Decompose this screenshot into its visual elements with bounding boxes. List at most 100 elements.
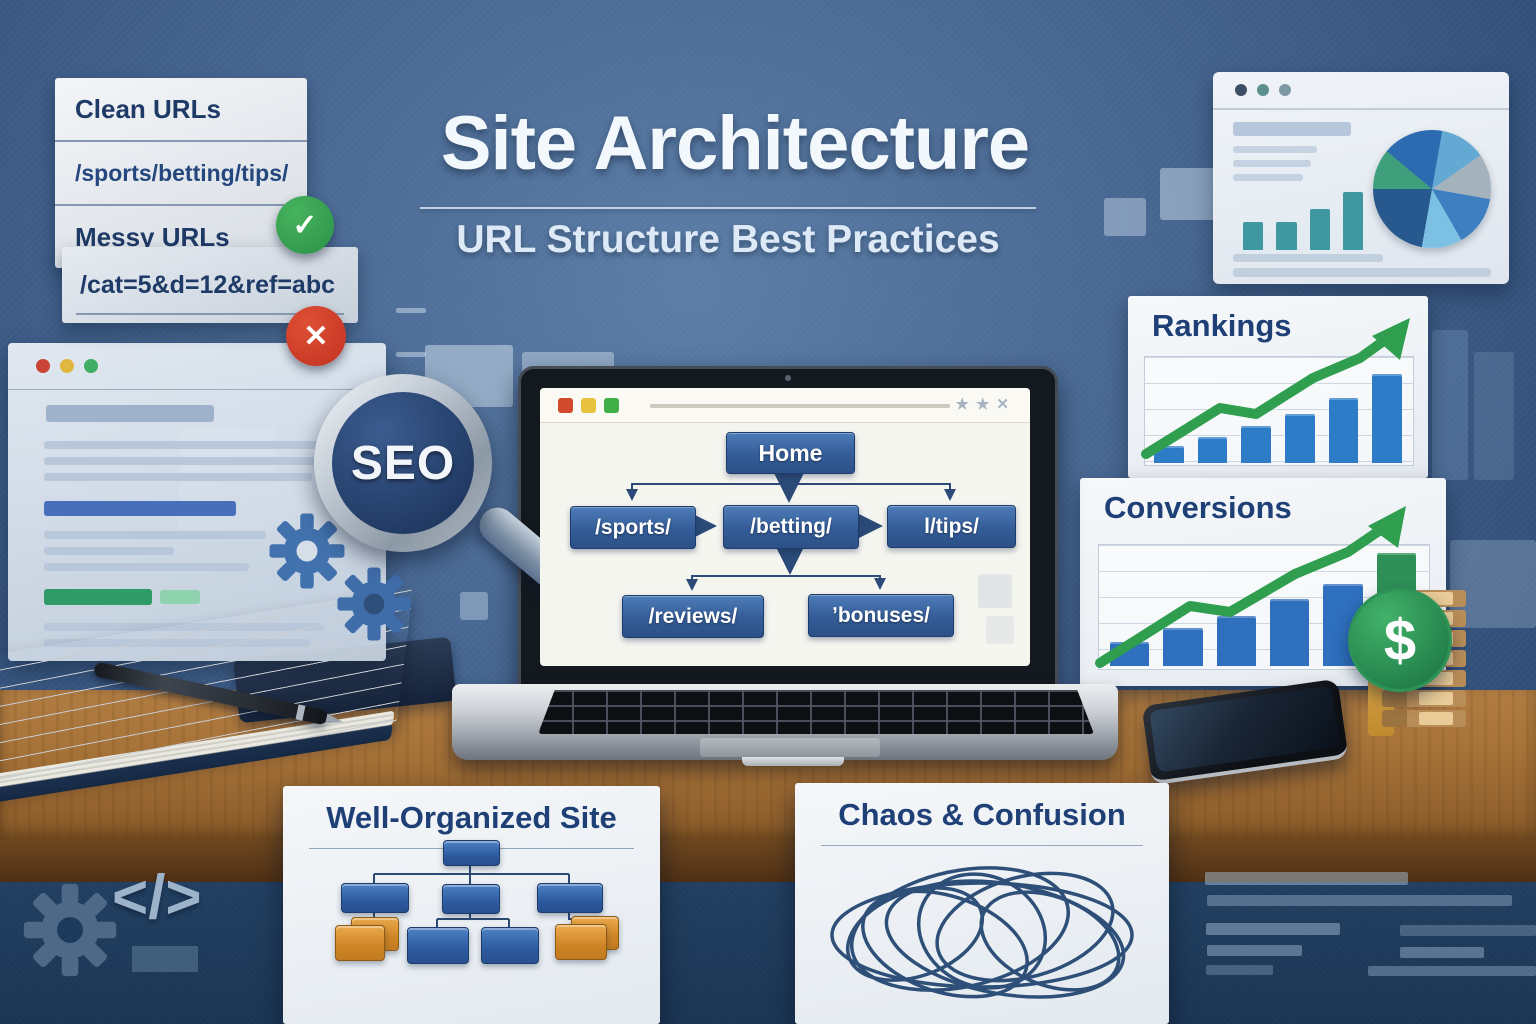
decor-tile (1104, 198, 1146, 236)
sitemap-node-bonuses: ʼbonuses/ (808, 594, 954, 637)
text-placeholder (1233, 160, 1311, 167)
browser-titlebar (1213, 72, 1509, 110)
rankings-title: Rankings (1152, 308, 1292, 343)
clean-url-example: /sports/betting/tips/ (55, 142, 307, 206)
text-placeholder (44, 547, 174, 555)
gear-icon (337, 567, 411, 641)
text-placeholder (1207, 895, 1512, 906)
coin (1382, 710, 1466, 727)
browser-chrome: ★★✕ (540, 388, 1030, 423)
rankings-bars (1154, 358, 1403, 463)
traffic-light-green-icon (604, 398, 619, 413)
heading-placeholder (46, 405, 214, 422)
decor-tile (1160, 168, 1222, 220)
page-subtitle: URL Structure Best Practices (456, 218, 1000, 261)
rankings-chart-area (1144, 356, 1414, 466)
text-placeholder (44, 563, 249, 571)
text-placeholder (1400, 925, 1536, 936)
text-placeholder (1206, 965, 1273, 975)
laptop-trackpad (700, 738, 880, 757)
window-dot-icon (1235, 84, 1247, 96)
chaos-title: Chaos & Confusion (838, 797, 1126, 832)
traffic-light-green-icon (84, 359, 98, 373)
org-node (537, 883, 603, 913)
title-divider (420, 207, 1036, 209)
decor-tile (1474, 352, 1514, 480)
decor-tile (1432, 330, 1468, 480)
rankings-card: Rankings (1128, 296, 1428, 478)
decor-tick (396, 308, 426, 313)
rankings-trend-arrow (1141, 318, 1410, 459)
text-placeholder (1233, 146, 1317, 153)
text-placeholder (1205, 872, 1408, 885)
text-placeholder (44, 441, 344, 449)
bookmark-close-icons: ★★✕ (955, 396, 1016, 413)
org-node (481, 927, 539, 964)
text-placeholder (44, 531, 266, 539)
text-placeholder (44, 473, 312, 481)
decor-tick (396, 352, 426, 357)
sitemap-node-betting: /betting/ (723, 505, 859, 549)
cross-icon: ✕ (286, 306, 346, 366)
text-placeholder (44, 457, 329, 465)
sitemap-node-sports: /sports/ (570, 506, 696, 549)
card-divider (821, 845, 1143, 846)
webcam-icon (785, 375, 791, 381)
text-placeholder (1233, 254, 1383, 262)
sitemap-node-tips: l/tips/ (887, 505, 1016, 548)
url-comparison-card: Clean URLs /sports/betting/tips/ Messy U… (55, 78, 307, 268)
conversions-title: Conversions (1104, 490, 1292, 525)
laptop-browser-window: ★★✕ Home /sports/ /betting/ l/tips/ (540, 388, 1030, 666)
gear-icon (23, 883, 117, 977)
text-placeholder (1368, 966, 1536, 976)
window-dot-icon (1279, 84, 1291, 96)
laptop-keyboard (538, 690, 1094, 734)
browser-titlebar (8, 343, 386, 390)
org-node (442, 884, 500, 914)
well-organized-card: Well-Organized Site (283, 786, 660, 1024)
clean-urls-label: Clean URLs (55, 78, 307, 142)
text-placeholder (1400, 947, 1484, 958)
well-organized-title: Well-Organized Site (326, 800, 617, 835)
dollar-icon: $ (1348, 588, 1452, 692)
traffic-light-yellow-icon (60, 359, 74, 373)
text-placeholder (1207, 945, 1302, 956)
analytics-browser-window (1213, 72, 1509, 284)
sitemap-connectors (626, 472, 956, 591)
conversions-trend-arrow (1095, 506, 1406, 668)
org-node (407, 927, 469, 964)
mini-pie-chart (1373, 130, 1491, 248)
seo-label: SEO (332, 392, 474, 534)
decor-tile (460, 592, 488, 620)
sitemap-node-home: Home (726, 432, 855, 474)
org-node (443, 840, 500, 866)
laptop-notch (742, 757, 844, 766)
messy-urls-label: Messy URLs (75, 221, 230, 252)
coin (1382, 690, 1466, 707)
code-icon: </> (112, 863, 202, 932)
traffic-light-red-icon (558, 398, 573, 413)
traffic-light-yellow-icon (581, 398, 596, 413)
url-bar (650, 404, 950, 408)
traffic-light-red-icon (36, 359, 50, 373)
page-title: Site Architecture (440, 101, 1030, 186)
mini-bar-chart (1237, 188, 1369, 250)
chaos-card: Chaos & Confusion (795, 783, 1169, 1024)
green-result-bar-light (160, 590, 200, 604)
org-node (341, 883, 409, 913)
gear-icon (269, 513, 345, 589)
text-placeholder (1206, 923, 1340, 935)
window-dot-icon (1257, 84, 1269, 96)
check-icon: ✓ (276, 196, 334, 254)
text-placeholder (1233, 174, 1303, 181)
seo-magnifier-icon: SEO (314, 374, 492, 552)
decor-tile (978, 574, 1012, 608)
link-result-bar (44, 501, 236, 516)
org-node (335, 925, 385, 961)
chaos-scribble (830, 866, 1134, 999)
decor-tile (132, 946, 198, 972)
green-result-bar (44, 589, 152, 605)
desk-front-panel (0, 882, 1536, 1024)
text-placeholder (1233, 268, 1491, 277)
